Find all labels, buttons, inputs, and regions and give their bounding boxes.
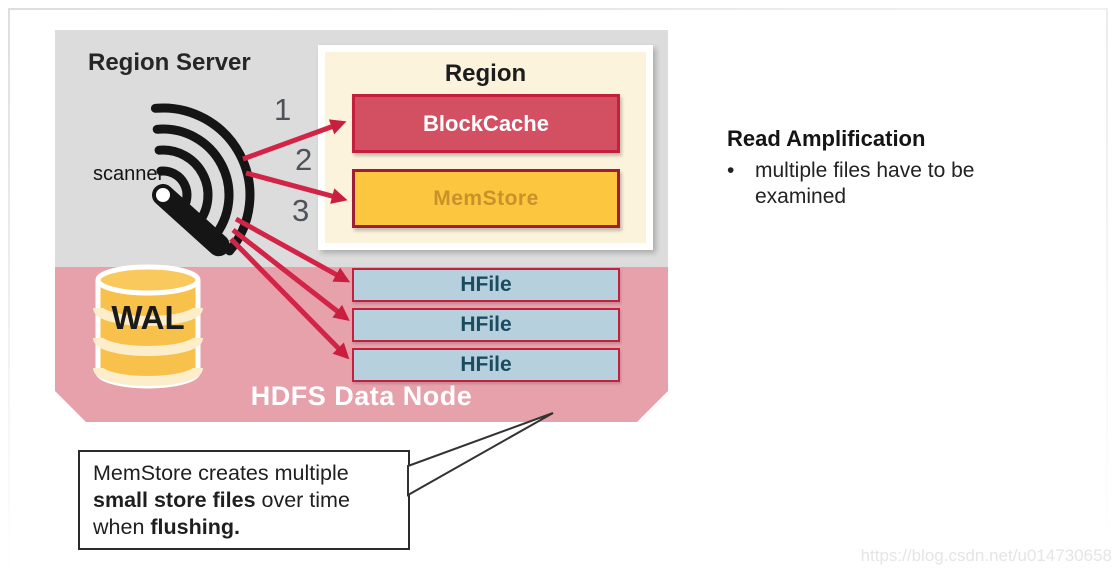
region-server-label: Region Server [88, 49, 251, 76]
scanner-label: scanner [93, 163, 165, 185]
arrow-number-2: 2 [295, 142, 313, 177]
bullet-text: multiple files have to be examined [755, 159, 975, 208]
blockcache-box: BlockCache [352, 94, 620, 153]
wal-cylinder-icon [93, 264, 203, 389]
read-amplification-bullet: • multiple files have to be examined [727, 158, 1037, 210]
bullet-dot: • [727, 159, 735, 182]
hdfs-data-node-label: HDFS Data Node [250, 381, 473, 411]
frame-line-right [1106, 8, 1108, 568]
wal-label: WAL [111, 299, 185, 336]
region-title: Region [444, 60, 527, 87]
memstore-box: MemStore [352, 169, 620, 228]
callout-tail [407, 412, 554, 497]
scanner-icon [150, 103, 255, 257]
watermark: https://blog.csdn.net/u014730658 [860, 546, 1112, 565]
arrow-number-1: 1 [274, 92, 292, 127]
hfile-box: HFile [352, 308, 620, 342]
arrow-number-3: 3 [292, 193, 310, 228]
frame-line-left [8, 8, 10, 573]
frame-line-top [8, 8, 1108, 10]
hfile-box: HFile [352, 268, 620, 302]
hfile-box: HFile [352, 348, 620, 382]
read-amplification-title: Read Amplification [727, 126, 926, 151]
